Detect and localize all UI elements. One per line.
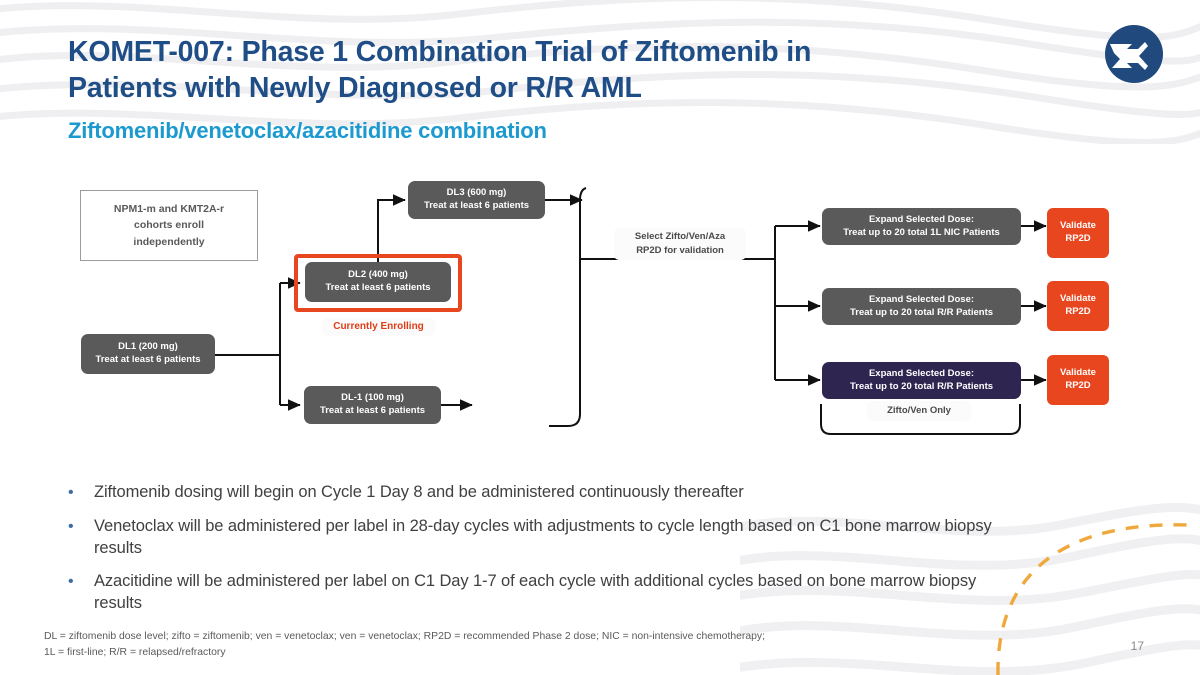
dl2-line-2: Treat at least 6 patients bbox=[325, 282, 431, 293]
bullet-list: • Ziftomenib dosing will begin on Cycle … bbox=[68, 482, 1008, 627]
expansion-3-line-2: Treat up to 20 total R/R Patients bbox=[849, 380, 994, 392]
validate-2-line-1: Validate bbox=[1060, 293, 1096, 305]
dl3-line-1: DL3 (600 mg) bbox=[446, 187, 507, 199]
currently-enrolling-highlight-frame bbox=[294, 254, 462, 312]
expansion-2-line-2: Treat up to 20 total R/R Patients bbox=[849, 306, 994, 318]
validate-3-line-2: RP2D bbox=[1065, 380, 1091, 391]
bullet-text: Azacitidine will be administered per lab… bbox=[94, 572, 977, 613]
dose-level-box-dl1[interactable]: DL1 (200 mg) Treat at least 6 patients bbox=[81, 334, 215, 374]
company-logo bbox=[1098, 18, 1170, 90]
select-rp2d-line-2: RP2D for validation bbox=[636, 245, 724, 256]
bullet-text: Ziftomenib dosing will begin on Cycle 1 … bbox=[94, 483, 744, 501]
dlm1-line-1: DL-1 (100 mg) bbox=[341, 392, 404, 404]
footnote: DL = ziftomenib dose level; zifto = zift… bbox=[44, 629, 1024, 661]
validate-rp2d-box-3[interactable]: Validate RP2D bbox=[1047, 355, 1109, 405]
expansion-1-line-1: Expand Selected Dose: bbox=[868, 213, 975, 225]
expansion-3-line-1: Expand Selected Dose: bbox=[868, 367, 975, 379]
page-number: 17 bbox=[1130, 639, 1144, 653]
cohort-note-line-2: cohorts enroll bbox=[133, 219, 204, 232]
cohort-enrollment-note: NPM1-m and KMT2A-r cohorts enroll indepe… bbox=[80, 190, 258, 261]
list-item: • Azacitidine will be administered per l… bbox=[68, 571, 1008, 615]
dlm1-line-2: Treat at least 6 patients bbox=[319, 405, 426, 416]
dl2-line-1: DL2 (400 mg) bbox=[348, 269, 408, 281]
dose-level-box-dl2[interactable]: DL2 (400 mg) Treat at least 6 patients bbox=[305, 262, 451, 302]
cohort-note-line-1: NPM1-m and KMT2A-r bbox=[113, 203, 225, 216]
validate-rp2d-box-1[interactable]: Validate RP2D bbox=[1047, 208, 1109, 258]
bullet-marker-icon: • bbox=[68, 517, 74, 535]
dl1-line-1: DL1 (200 mg) bbox=[118, 341, 178, 353]
bullet-marker-icon: • bbox=[68, 484, 74, 501]
bullet-text: Venetoclax will be administered per labe… bbox=[94, 516, 992, 557]
list-item: • Venetoclax will be administered per la… bbox=[68, 516, 1008, 560]
expansion-2-line-1: Expand Selected Dose: bbox=[868, 293, 975, 305]
dl3-line-2: Treat at least 6 patients bbox=[423, 200, 530, 211]
expansion-box-1l-nic[interactable]: Expand Selected Dose: Treat up to 20 tot… bbox=[822, 208, 1021, 245]
validate-2-line-2: RP2D bbox=[1065, 306, 1091, 317]
expansion-box-rr-zifto-ven[interactable]: Expand Selected Dose: Treat up to 20 tot… bbox=[822, 362, 1021, 399]
validate-1-line-1: Validate bbox=[1060, 220, 1096, 232]
zifto-ven-only-label: Zifto/Ven Only bbox=[867, 401, 971, 421]
footnote-line-2: 1L = first-line; R/R = relapsed/refracto… bbox=[44, 646, 226, 658]
dose-level-box-dl-minus-1[interactable]: DL-1 (100 mg) Treat at least 6 patients bbox=[304, 386, 441, 424]
list-item: • Ziftomenib dosing will begin on Cycle … bbox=[68, 482, 1008, 504]
cohort-note-line-3: independently bbox=[133, 235, 205, 248]
validate-3-line-1: Validate bbox=[1060, 367, 1096, 379]
page-title: KOMET-007: Phase 1 Combination Trial of … bbox=[68, 36, 812, 105]
orange-dashed-arc-decoration bbox=[996, 523, 1191, 675]
page-subtitle: Ziftomenib/venetoclax/azacitidine combin… bbox=[68, 118, 547, 143]
currently-enrolling-label: Currently Enrolling bbox=[322, 318, 435, 336]
select-rp2d-note: Select Zifto/Ven/Aza RP2D for validation bbox=[614, 228, 746, 260]
dl1-line-2: Treat at least 6 patients bbox=[95, 354, 201, 365]
dose-level-box-dl3[interactable]: DL3 (600 mg) Treat at least 6 patients bbox=[408, 181, 545, 219]
validate-rp2d-box-2[interactable]: Validate RP2D bbox=[1047, 281, 1109, 331]
expansion-box-rr[interactable]: Expand Selected Dose: Treat up to 20 tot… bbox=[822, 288, 1021, 325]
validate-1-line-2: RP2D bbox=[1065, 233, 1091, 244]
bullet-marker-icon: • bbox=[68, 573, 74, 591]
expansion-1-line-2: Treat up to 20 total 1L NIC Patients bbox=[843, 226, 1000, 238]
select-rp2d-line-1: Select Zifto/Ven/Aza bbox=[634, 231, 726, 243]
footnote-line-1: DL = ziftomenib dose level; zifto = zift… bbox=[44, 630, 766, 642]
